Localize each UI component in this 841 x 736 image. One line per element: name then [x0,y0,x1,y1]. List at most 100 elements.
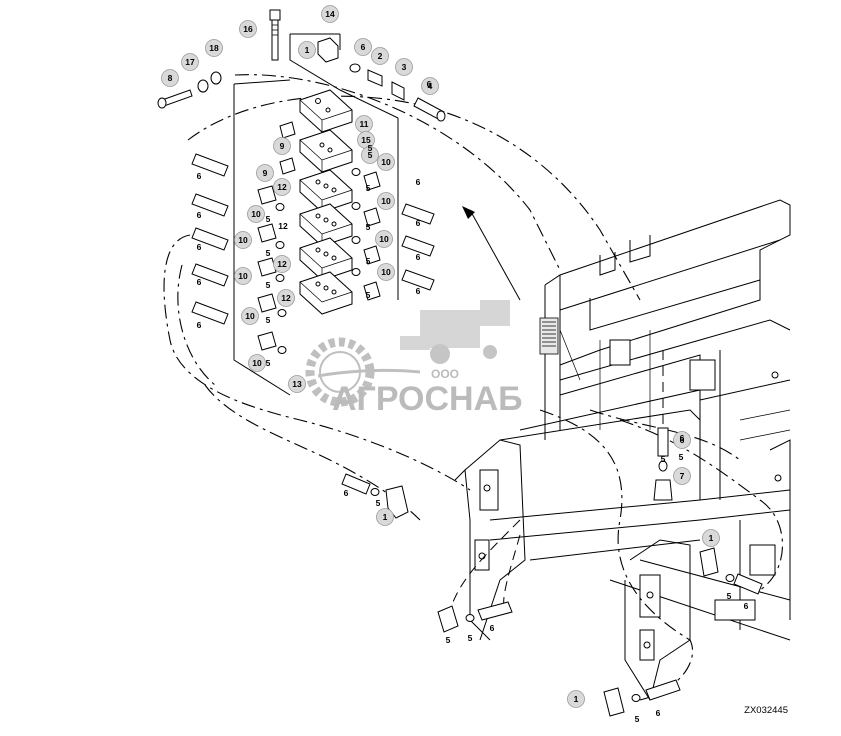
part-label-l17: 5 [266,280,271,290]
callout-c10: 4 [421,77,439,95]
part-label-l8: 6 [416,252,421,262]
part-label-l7: 6 [416,218,421,228]
callout-c14: 5 [361,146,379,164]
callout-number: 10 [381,157,391,167]
part-label-l20: 5 [366,290,371,300]
callout-c28: 13 [288,375,306,393]
fittings [157,37,763,717]
callout-c16: 10 [377,153,395,171]
callout-c9: 3 [395,58,413,76]
callout-c31: 1 [376,508,394,526]
callout-number: 18 [209,43,219,53]
callout-number: 12 [281,293,291,303]
callout-number: 12 [277,182,287,192]
callout-number: 12 [277,259,287,269]
callout-circle [205,39,223,57]
callout-c25: 10 [377,263,395,281]
callout-c21: 10 [375,230,393,248]
callout-number: 1 [709,533,714,543]
gear-logo-icon [305,337,421,407]
part-label-l9: 6 [416,286,421,296]
hose-section [191,153,229,325]
part-label-l29: 5 [635,714,640,724]
callout-c20: 10 [234,231,252,249]
callout-number: 6 [680,435,685,445]
part-label-l2: 6 [197,210,202,220]
callout-circle [361,146,379,164]
valve-section [299,203,353,247]
callout-c24: 10 [241,307,259,325]
callout-circle [234,231,252,249]
part-label-l19: 5 [266,315,271,325]
part-label-l32: 6 [680,433,685,443]
callout-circle [161,69,179,87]
callout-circle [375,230,393,248]
company-watermark: ООО АГРОСНАБ [305,300,523,418]
part-label-l22: 5 [376,498,381,508]
callout-circle [181,53,199,71]
callout-number: 1 [305,45,310,55]
drawing-reference-code: ZX032445 [744,705,788,716]
part-label-l11: 6 [490,623,495,633]
valve-section [299,129,353,173]
callout-number: 10 [245,311,255,321]
valve-section [299,169,353,213]
callout-number: 10 [379,234,389,244]
part-label-l26: 5 [468,633,473,643]
part-label-l15: 5 [266,248,271,258]
callout-c30: 7 [673,467,691,485]
callout-circle [377,153,395,171]
callout-circle [248,354,266,372]
callout-c19: 10 [377,192,395,210]
callout-circle [673,467,691,485]
callout-c17: 12 [273,178,291,196]
part-label-l5: 6 [197,320,202,330]
callout-c26: 12 [277,289,295,307]
callout-c22: 10 [234,267,252,285]
part-label-l30: 6 [656,708,661,718]
company-prefix: ООО [431,367,459,381]
callout-number: 8 [168,73,173,83]
part-label-l27: 6 [744,601,749,611]
callout-circle [273,178,291,196]
part-label-l18: 5 [366,256,371,266]
callout-c5: 8 [161,69,179,87]
callout-c7: 6 [354,38,372,56]
callout-circle [298,41,316,59]
callout-number: 10 [251,209,261,219]
callout-circle [288,375,306,393]
callout-number: 10 [381,267,391,277]
part-label-l1: 6 [197,171,202,181]
part-label-l14: 5 [366,183,371,193]
callout-circle [673,431,691,449]
callout-circle [239,20,257,38]
callout-c12: 9 [273,137,291,155]
callout-number: 16 [243,24,253,34]
callout-number: 14 [325,9,335,19]
callout-c2: 14 [321,5,339,23]
part-label-l28: 5 [727,591,732,601]
callout-number: 15 [361,135,371,145]
callout-circle [702,529,720,547]
callout-circle [247,205,265,223]
callout-c1: 16 [239,20,257,38]
callout-number: 17 [185,57,195,67]
callout-number: 1 [574,694,579,704]
callout-circle [277,289,295,307]
valve-section [299,237,353,281]
callout-circle [321,5,339,23]
callout-number: 9 [263,168,268,178]
part-label-l24: 12 [278,221,288,231]
callout-c6: 1 [298,41,316,59]
callout-number: 13 [292,379,302,389]
part-label-l6: 6 [416,177,421,187]
callout-circle [377,192,395,210]
combine-harvester-icon [400,300,510,364]
callout-number: 4 [428,81,433,91]
callout-number: 5 [368,150,373,160]
part-label-l25: 6 [427,79,432,89]
callout-circle [421,77,439,95]
